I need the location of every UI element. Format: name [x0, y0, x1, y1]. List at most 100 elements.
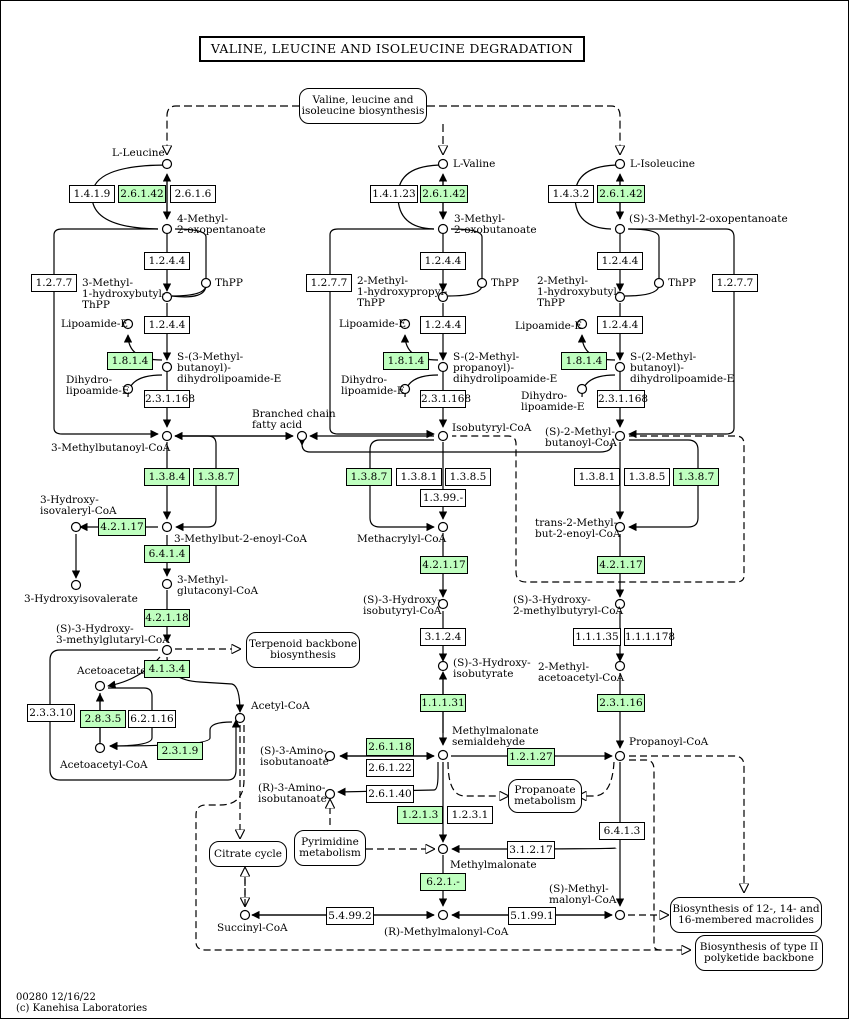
compound-s-3-hydroxyisobutyryl-coa[interactable]: (S)-3-Hydroxy- isobutyryl-CoA [363, 594, 442, 617]
enzyme-box[interactable]: 4.2.1.17 [98, 518, 146, 536]
compound-trans-2-methylbut-2-enoyl-coa[interactable]: trans-2-Methyl- but-2-enoyl-CoA [535, 517, 621, 540]
compound-s-3-aminoisobutanoate[interactable]: (S)-3-Amino- isobutanoate [260, 745, 329, 768]
enzyme-box[interactable]: 1.1.1.31 [420, 694, 466, 712]
compound-propanoyl-coa[interactable]: Propanoyl-CoA [629, 736, 709, 748]
enzyme-box[interactable]: 1.2.7.7 [306, 274, 352, 292]
map-pyrimidine-metabolism[interactable]: Pyrimidine metabolism [294, 830, 366, 866]
enzyme-box[interactable]: 3.1.2.17 [507, 841, 555, 859]
enzyme-box[interactable]: 1.3.8.7 [346, 468, 392, 486]
enzyme-box[interactable]: 2.6.1.42 [597, 185, 645, 203]
enzyme-box[interactable]: 1.3.99.- [420, 489, 466, 507]
compound-isobutyryl-coa[interactable]: Isobutyryl-CoA [452, 422, 532, 434]
enzyme-box[interactable]: 1.1.1.178 [624, 628, 675, 646]
enzyme-box[interactable]: 1.3.8.4 [144, 468, 190, 486]
enzyme-box[interactable]: 1.3.8.1 [396, 468, 442, 486]
compound-s-3-methyl-2-oxopentanoate[interactable]: (S)-3-Methyl-2-oxopentanoate [629, 213, 788, 225]
compound-lipoamide-e-val[interactable]: Lipoamide-E [339, 318, 407, 330]
map-propanoate-metabolism[interactable]: Propanoate metabolism [508, 779, 582, 813]
enzyme-box[interactable]: 1.2.7.7 [712, 274, 758, 292]
enzyme-box[interactable]: 3.1.2.4 [420, 628, 466, 646]
enzyme-box[interactable]: 1.2.4.4 [597, 316, 643, 334]
compound-acetyl-coa[interactable]: Acetyl-CoA [251, 700, 310, 712]
enzyme-box[interactable]: 1.3.8.7 [193, 468, 239, 486]
enzyme-box[interactable]: 1.4.1.23 [370, 185, 418, 203]
compound-3-methyl-1-hydroxybutyl-thpp[interactable]: 3-Methyl- 1-hydroxybutyl- ThPP [82, 277, 166, 311]
enzyme-box[interactable]: 4.2.1.18 [144, 609, 190, 627]
enzyme-box[interactable]: 2.6.1.42 [118, 185, 166, 203]
enzyme-box[interactable]: 6.2.1.- [420, 873, 466, 891]
compound-s-methylmalonyl-coa[interactable]: (S)-Methyl- malonyl-CoA [549, 883, 617, 906]
enzyme-box[interactable]: 2.3.1.168 [420, 390, 471, 408]
enzyme-box[interactable]: 2.6.1.22 [366, 759, 414, 777]
compound-methylmalonate[interactable]: Methylmalonate [450, 859, 537, 871]
compound-s-3-methylbutanoyl-dihydrolipoamide[interactable]: S-(3-Methyl- butanoyl)- dihydrolipoamide… [177, 351, 282, 385]
compound-thpp-val[interactable]: ThPP [491, 277, 519, 289]
enzyme-box[interactable]: 1.8.1.4 [383, 352, 429, 370]
compound-succinyl-coa[interactable]: Succinyl-CoA [217, 922, 288, 934]
compound-acetoacetate[interactable]: Acetoacetate [77, 665, 147, 677]
compound-s-3-hydroxyisobutyrate[interactable]: (S)-3-Hydroxy- isobutyrate [453, 657, 531, 680]
enzyme-box[interactable]: 6.4.1.3 [599, 822, 645, 840]
enzyme-box[interactable]: 1.8.1.4 [107, 352, 153, 370]
enzyme-box[interactable]: 2.3.1.168 [597, 390, 648, 408]
compound-s-2-methylbutanoyl-coa[interactable]: (S)-2-Methyl- butanoyl-CoA [545, 426, 617, 449]
enzyme-box[interactable]: 6.2.1.16 [128, 710, 176, 728]
enzyme-box[interactable]: 4.1.3.4 [144, 660, 190, 678]
enzyme-box[interactable]: 1.8.1.4 [561, 352, 607, 370]
compound-branched-chain-fatty-acid[interactable]: Branched chain fatty acid [252, 408, 336, 431]
enzyme-box[interactable]: 5.1.99.1 [508, 907, 556, 925]
enzyme-box[interactable]: 4.2.1.17 [420, 556, 468, 574]
map-macrolides-biosynthesis[interactable]: Biosynthesis of 12-, 14- and 16-membered… [670, 897, 822, 933]
compound-2-methyl-1-hydroxybutyl-thpp[interactable]: 2-Methyl- 1-hydroxybutyl- ThPP [537, 275, 621, 309]
compound-l-leucine[interactable]: L-Leucine [112, 147, 165, 159]
enzyme-box[interactable]: 2.3.3.10 [27, 704, 75, 722]
compound-2-methyl-1-hydroxypropyl-thpp[interactable]: 2-Methyl- 1-hydroxypropyl- ThPP [357, 275, 448, 309]
compound-s-2-methylpropanoyl-dihydrolipoamide[interactable]: S-(2-Methyl- propanoyl)- dihydrolipoamid… [453, 351, 558, 385]
enzyme-box[interactable]: 1.2.3.1 [447, 806, 493, 824]
enzyme-box[interactable]: 2.8.3.5 [80, 710, 126, 728]
enzyme-box[interactable]: 2.6.1.6 [170, 185, 216, 203]
compound-2-methylacetoacetyl-coa[interactable]: 2-Methyl- acetoacetyl-CoA [538, 661, 625, 684]
compound-dihydrolipoamide-e-val[interactable]: Dihydro- lipoamide-E [341, 374, 405, 397]
enzyme-box[interactable]: 1.3.8.7 [673, 468, 719, 486]
compound-3-hydroxyisovalerate[interactable]: 3-Hydroxyisovalerate [24, 593, 138, 605]
map-polyketide-backbone[interactable]: Biosynthesis of type II polyketide backb… [695, 935, 823, 971]
enzyme-box[interactable]: 1.2.7.7 [31, 274, 77, 292]
compound-dihydrolipoamide-e-ile[interactable]: Dihydro- lipoamide-E [521, 390, 585, 413]
map-citrate-cycle[interactable]: Citrate cycle [209, 841, 287, 867]
compound-lipoamide-e-leu[interactable]: Lipoamide-E [61, 318, 129, 330]
compound-s-3-hydroxy-2-methylbutyryl-coa[interactable]: (S)-3-Hydroxy- 2-methylbutyryl-CoA [513, 594, 624, 617]
enzyme-box[interactable]: 1.4.3.2 [548, 185, 594, 203]
enzyme-box[interactable]: 1.2.1.27 [507, 748, 555, 766]
compound-r-methylmalonyl-coa[interactable]: (R)-Methylmalonyl-CoA [384, 926, 509, 938]
enzyme-box[interactable]: 1.3.8.5 [624, 468, 670, 486]
enzyme-box[interactable]: 6.4.1.4 [144, 545, 190, 563]
compound-3-methylglutaconyl-coa[interactable]: 3-Methyl- glutaconyl-CoA [177, 574, 259, 597]
enzyme-box[interactable]: 1.2.4.4 [420, 252, 466, 270]
enzyme-box[interactable]: 4.2.1.17 [597, 556, 645, 574]
enzyme-box[interactable]: 1.3.8.5 [445, 468, 491, 486]
compound-thpp-ile[interactable]: ThPP [668, 277, 696, 289]
enzyme-box[interactable]: 1.4.1.9 [69, 185, 115, 203]
enzyme-box[interactable]: 1.2.4.4 [597, 252, 643, 270]
compound-s-2-methylbutanoyl-dihydrolipoamide[interactable]: S-(2-Methyl- butanoyl)- dihydrolipoamide… [630, 351, 735, 385]
compound-3-methylbut-2-enoyl-coa[interactable]: 3-Methylbut-2-enoyl-CoA [174, 533, 308, 545]
enzyme-box[interactable]: 2.6.1.40 [366, 785, 414, 803]
enzyme-box[interactable]: 1.2.4.4 [144, 252, 190, 270]
enzyme-box[interactable]: 5.4.99.2 [326, 907, 374, 925]
compound-r-3-aminoisobutanoate[interactable]: (R)-3-Amino- isobutanoate [258, 782, 327, 805]
enzyme-box[interactable]: 1.2.1.3 [397, 806, 443, 824]
enzyme-box[interactable]: 2.3.1.9 [157, 742, 203, 760]
enzyme-box[interactable]: 1.2.4.4 [420, 316, 466, 334]
enzyme-box[interactable]: 2.6.1.42 [420, 185, 468, 203]
compound-dihydrolipoamide-e-leu[interactable]: Dihydro- lipoamide-E [66, 374, 130, 397]
compound-l-isoleucine[interactable]: L-Isoleucine [630, 158, 695, 170]
compound-thpp-leu[interactable]: ThPP [215, 277, 243, 289]
enzyme-box[interactable]: 1.1.1.35 [573, 628, 621, 646]
map-terpenoid-backbone[interactable]: Terpenoid backbone biosynthesis [246, 632, 360, 668]
compound-methylmalonate-semialdehyde[interactable]: Methylmalonate semialdehyde [452, 725, 539, 748]
compound-3-hydroxyisovaleryl-coa[interactable]: 3-Hydroxy- isovaleryl-CoA [40, 494, 117, 517]
compound-lipoamide-e-ile[interactable]: Lipoamide-E [515, 320, 583, 332]
map-valine-leucine-isoleucine-biosynthesis[interactable]: Valine, leucine and isoleucine biosynthe… [299, 88, 427, 124]
enzyme-box[interactable]: 2.3.1.16 [597, 694, 645, 712]
